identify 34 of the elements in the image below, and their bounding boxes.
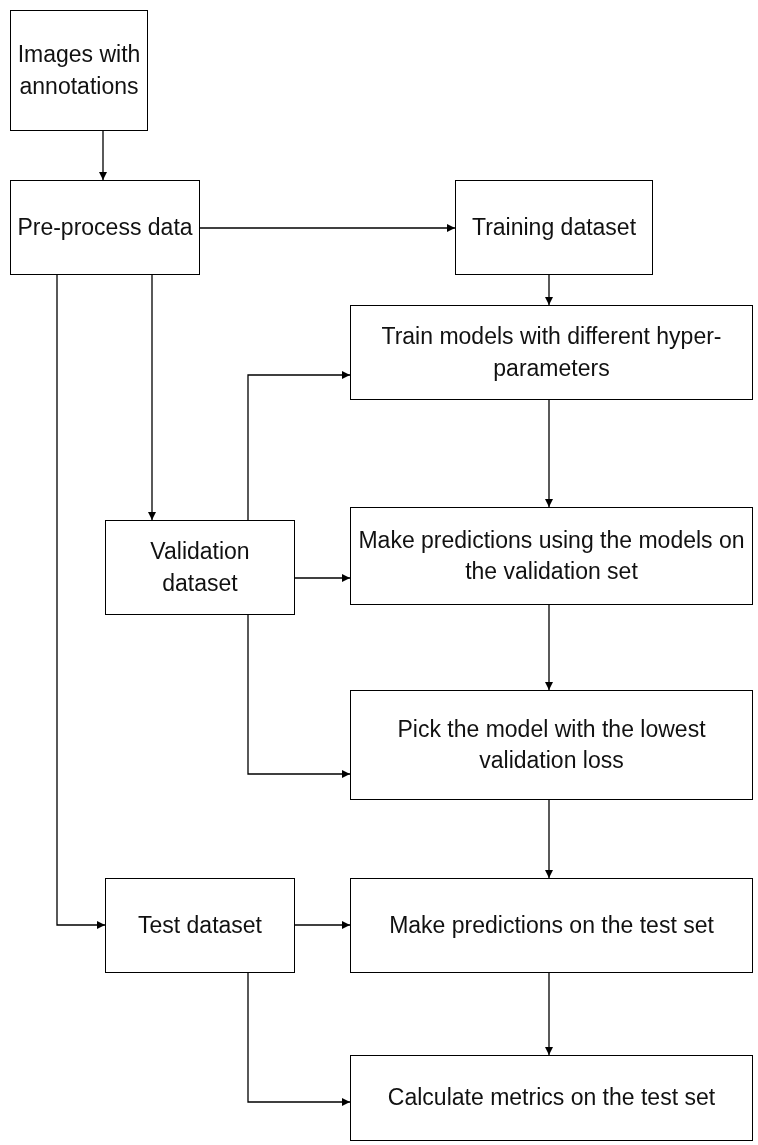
arrow	[199, 224, 456, 232]
box-label: Make predictions using the models on the validation set	[357, 525, 746, 586]
box-label: Calculate metrics on the test set	[387, 1083, 716, 1113]
process-box	[350, 1055, 753, 1141]
box-label: Pick the model with the lowest validation loss	[396, 714, 707, 775]
arrow	[545, 972, 553, 1056]
arrow	[247, 972, 351, 1106]
arrow	[247, 614, 351, 778]
arrow	[247, 371, 351, 521]
arrow	[294, 574, 351, 582]
process-box	[455, 180, 653, 275]
process-box	[350, 507, 753, 605]
process-box	[350, 878, 753, 973]
process-box	[10, 10, 148, 131]
process-box	[10, 180, 200, 275]
box-label: Make predictions on the test set	[389, 910, 714, 940]
arrow	[148, 274, 156, 521]
arrow	[56, 274, 106, 929]
arrow	[545, 274, 553, 306]
process-box	[105, 520, 295, 615]
arrow	[545, 604, 553, 691]
process-box	[350, 305, 753, 400]
arrow	[545, 799, 553, 879]
arrow	[99, 130, 107, 181]
box-label: Images with annotations	[16, 40, 142, 101]
box-label: Test dataset	[138, 910, 262, 940]
box-label: Training dataset	[471, 212, 637, 242]
box-label: Pre-process data	[17, 212, 193, 242]
box-label: Train models with different hyper-parameters	[380, 322, 723, 383]
arrow	[545, 399, 553, 508]
box-label: Validation dataset	[149, 537, 251, 598]
arrow	[294, 921, 351, 929]
process-box	[350, 690, 753, 800]
process-box	[105, 878, 295, 973]
